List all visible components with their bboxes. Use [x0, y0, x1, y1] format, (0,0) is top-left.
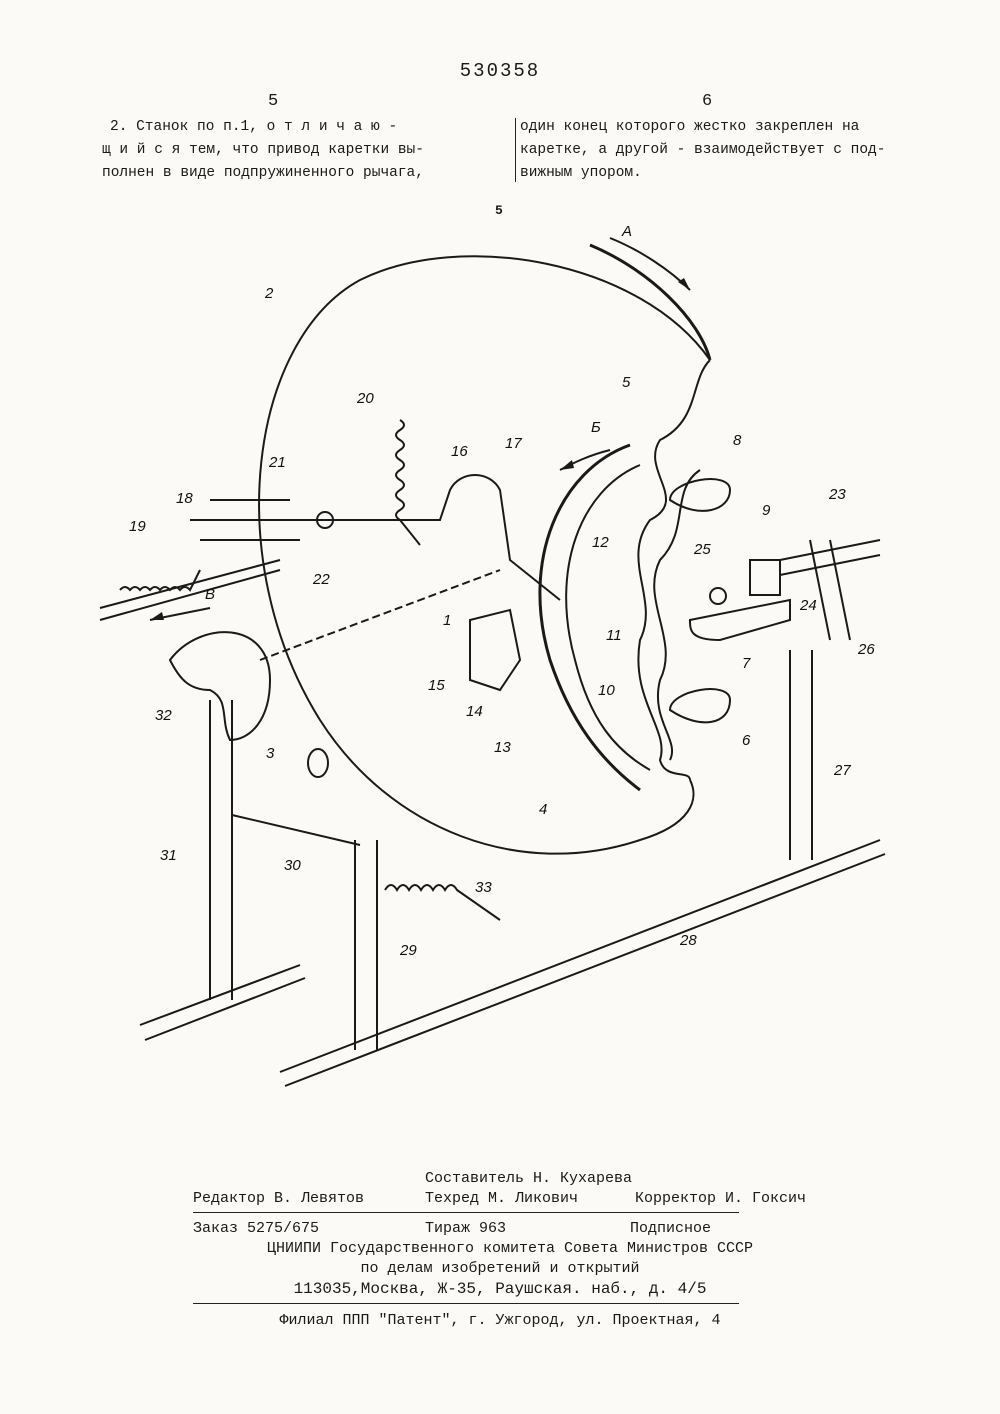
label-29: 29: [399, 942, 417, 959]
lever-31: [209, 700, 233, 1000]
label-10: 10: [598, 682, 615, 699]
claim-line: один конец которого жестко закреплен на: [520, 119, 860, 135]
spring-33: [384, 884, 501, 921]
label-21: 21: [268, 454, 286, 471]
label-9: 9: [762, 502, 771, 519]
label-26: 26: [857, 641, 875, 658]
shaft-28: [279, 839, 886, 1087]
label-18: 18: [176, 490, 193, 507]
cam-32: [168, 631, 272, 742]
divider-top: [193, 1212, 739, 1213]
axis-1: [259, 569, 501, 661]
label-17: 17: [505, 435, 522, 452]
block-24: [749, 559, 781, 596]
arc-segment-inner: [565, 464, 651, 771]
address: 113035,Москва, Ж-35, Раушская. наб., д. …: [293, 1280, 707, 1298]
claim-line: щ и й с я тем, что привод каретки вы-: [102, 142, 424, 158]
lever-29: [354, 840, 378, 1050]
label-4: 4: [539, 801, 547, 818]
label-28: 28: [679, 932, 697, 949]
figure-caption: 5: [495, 203, 503, 218]
column-divider: [515, 118, 516, 182]
label-13: 13: [494, 739, 511, 756]
label-B: Б: [591, 419, 601, 436]
label-25: 25: [693, 541, 711, 558]
lever-17: [250, 474, 561, 601]
label-22: 22: [312, 571, 330, 588]
bracket-24: [688, 598, 791, 642]
label-20: 20: [356, 390, 374, 407]
column-number-right: 6: [702, 92, 713, 111]
claim-left-column: 2. Станок по п.1, о т л и ч а ю - щ и й …: [102, 116, 424, 185]
editor: Редактор В. Левятов: [193, 1190, 365, 1207]
disc-rim: [589, 243, 712, 361]
label-31: 31: [160, 847, 177, 864]
claim-line: вижным упором.: [520, 165, 642, 181]
disc-outline: [258, 255, 711, 855]
cam-6: [668, 688, 732, 724]
roller-3: [307, 748, 329, 778]
order: Заказ 5275/675: [193, 1220, 320, 1237]
label-12: 12: [592, 534, 609, 551]
label-11: 11: [606, 627, 622, 644]
claim-line: каретке, а другой - взаимодействует с по…: [520, 142, 886, 158]
techred: Техред М. Ликович: [425, 1190, 579, 1207]
spring-19: [119, 569, 201, 592]
claim-line: полнен в виде подпружиненного рычага,: [102, 165, 424, 181]
circulation: Тираж 963: [425, 1220, 507, 1237]
label-A: А: [621, 223, 632, 240]
block-15: [469, 608, 522, 692]
label-V: В: [205, 586, 215, 603]
corrector: Корректор И. Гоксич: [635, 1190, 807, 1207]
label-3: 3: [266, 745, 275, 762]
label-1: 1: [443, 612, 451, 629]
org-line-2: по делам изобретений и открытий: [360, 1260, 640, 1277]
lever-27: [789, 650, 813, 860]
rod-23: [779, 539, 881, 576]
label-33: 33: [475, 879, 492, 896]
branch: Филиал ППП "Патент", г. Ужгород, ул. Про…: [279, 1312, 721, 1329]
label-15: 15: [428, 677, 445, 694]
column-number-left: 5: [268, 92, 279, 111]
compiler: Составитель Н. Кухарева: [425, 1170, 633, 1187]
label-32: 32: [155, 707, 172, 724]
arc-segment: [538, 443, 641, 792]
org-line-1: ЦНИИПИ Государственного комитета Совета …: [266, 1240, 754, 1257]
label-23: 23: [828, 486, 846, 503]
subscription: Подписное: [630, 1220, 712, 1237]
label-8: 8: [733, 432, 742, 449]
claim-right-column: один конец которого жестко закреплен на …: [520, 116, 885, 185]
label-14: 14: [466, 703, 483, 720]
label-2: 2: [264, 285, 274, 302]
patent-number: 530358: [459, 60, 541, 82]
label-19: 19: [129, 518, 146, 535]
label-5: 5: [622, 374, 631, 391]
cam-8: [668, 478, 732, 512]
spring-16: [395, 419, 421, 546]
link-30: [231, 814, 361, 846]
disc-cut: [637, 359, 711, 781]
divider-bottom: [193, 1303, 739, 1304]
lever-26: [809, 539, 851, 641]
label-16: 16: [451, 443, 468, 460]
claim-line: 2. Станок по п.1, о т л и ч а ю -: [110, 119, 398, 135]
label-27: 27: [833, 762, 851, 779]
label-6: 6: [742, 732, 751, 749]
label-24: 24: [799, 597, 817, 614]
shaft-left: [139, 964, 306, 1041]
label-30: 30: [284, 857, 301, 874]
label-7: 7: [742, 655, 751, 672]
